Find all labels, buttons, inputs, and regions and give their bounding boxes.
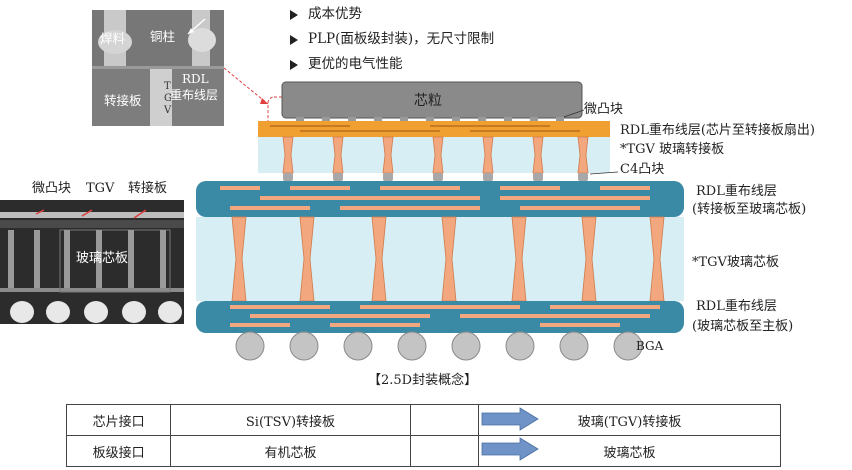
bullet-cost: 成本优势 — [290, 2, 362, 22]
table-arrows — [481, 407, 539, 461]
glass-core — [196, 217, 684, 301]
comparison-table: 芯片接口 Si(TSV)转接板 玻璃(TGV)转接板 板级接口 有机芯板 玻璃芯… — [65, 404, 781, 467]
table-row: 板级接口 有机芯板 玻璃芯板 — [65, 435, 781, 467]
to-cell: 玻璃(TGV)转接板 — [478, 404, 781, 436]
arrow-cell — [409, 404, 480, 436]
bullet-marker-icon — [290, 9, 298, 20]
package-cross-section — [196, 81, 684, 361]
row-label: 板级接口 — [65, 435, 172, 467]
bullet-marker-icon — [290, 34, 298, 45]
label-micro-bump: 微凸块 — [584, 102, 624, 117]
inset-micrograph-bottom — [0, 200, 184, 324]
label-rdl-top: RDL重布线层(芯片至转接板扇出) — [620, 123, 815, 138]
micro-bumps — [296, 117, 564, 122]
label-rdl-inset: RDL — [182, 72, 209, 86]
label-rdl-mid-2: (转接板至玻璃芯板) — [692, 202, 807, 217]
label-tgv-v1: T — [164, 81, 171, 92]
label-rdl-layer-inset: 重布线层 — [170, 88, 219, 102]
label-rdl-bot-1: RDL重布线层 — [696, 299, 777, 314]
right-arrow-icon — [481, 407, 539, 431]
label-glass-core-inset: 玻璃芯板 — [76, 251, 129, 266]
tgv-interposer-vias — [282, 136, 589, 174]
label-copper-pillar: 铜柱 — [150, 29, 176, 44]
right-arrow-icon — [481, 437, 539, 461]
label-bga: BGA — [636, 339, 664, 353]
bga-balls — [235, 331, 643, 361]
c4-bumps — [283, 173, 588, 181]
label-micro-bump-inset: 微凸块 — [32, 181, 72, 196]
inset-top-shapes — [92, 10, 224, 126]
label-rdl-mid-1: RDL重布线层 — [696, 184, 777, 199]
tgv-core-vias — [231, 216, 665, 302]
label-tgv-interposer: *TGV 玻璃转接板 — [620, 142, 725, 157]
from-cell: 有机芯板 — [170, 435, 411, 467]
inset-pointer-arrows — [187, 18, 206, 35]
from-cell: Si(TSV)转接板 — [170, 404, 411, 436]
table-row: 芯片接口 Si(TSV)转接板 玻璃(TGV)转接板 — [65, 404, 781, 436]
label-chiplet: 芯粒 — [414, 93, 442, 109]
label-solder: 焊料 — [100, 31, 126, 46]
label-tgv-v3: V — [164, 105, 172, 116]
inset-bottom-shapes — [0, 200, 184, 324]
bullet-electrical: 更优的电气性能 — [290, 52, 403, 72]
label-tgv-v2: G — [164, 93, 172, 104]
label-tgv-inset: TGV — [86, 181, 115, 196]
inset-micrograph-top — [92, 10, 224, 126]
rdl-top-layer — [258, 121, 610, 137]
row-label: 芯片接口 — [65, 404, 172, 436]
label-c4-bump: C4凸块 — [620, 162, 665, 177]
diagram-caption: 【2.5D封装概念】 — [368, 373, 478, 388]
bullet-marker-icon — [290, 59, 298, 70]
bullet-plp: PLP(面板级封装)，无尺寸限制 — [290, 27, 494, 47]
label-interposer-inset-bottom: 转接板 — [128, 181, 168, 196]
label-rdl-bot-2: (玻璃芯板至主板) — [692, 319, 794, 334]
arrow-cell — [409, 435, 480, 467]
label-tgv-core: *TGV玻璃芯板 — [692, 255, 779, 270]
label-interposer-inset: 转接板 — [104, 93, 142, 108]
